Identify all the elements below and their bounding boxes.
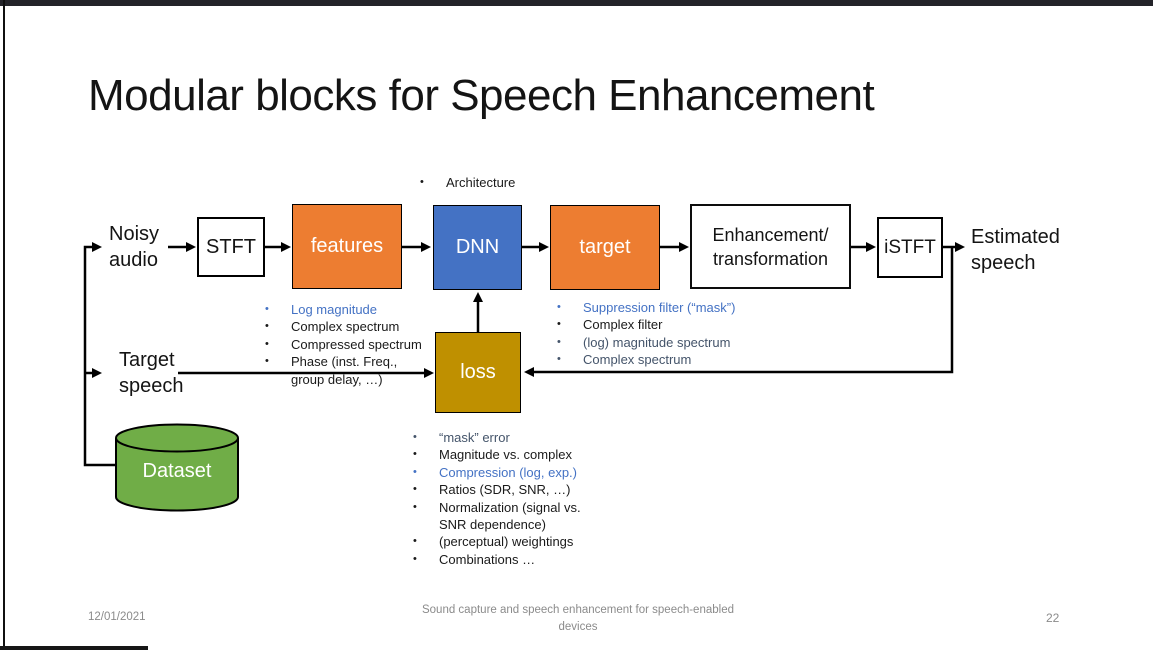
bullet-item: • Ratios (SDR, SNR, …): [413, 481, 581, 498]
bullet-icon: •: [413, 448, 417, 461]
bullet-icon: •: [557, 318, 561, 331]
bullet-icon: •: [557, 335, 561, 348]
bullet-item: • Compression (log, exp.): [413, 464, 581, 481]
bullet-text: Magnitude vs. complex: [439, 447, 572, 463]
bullet-item: • Complex filter: [557, 316, 735, 333]
bullet-icon: •: [413, 465, 417, 478]
label-target-speech: Target speech: [119, 349, 184, 397]
bullet-icon: •: [265, 355, 269, 368]
bullet-text: Complex filter: [583, 317, 663, 333]
block-loss: loss: [435, 332, 521, 413]
label-noisy-audio: Noisy audio: [109, 223, 160, 271]
window-bottom-border: [0, 646, 148, 650]
bullet-text: Log magnitude: [291, 302, 378, 317]
bullet-icon: •: [413, 483, 417, 496]
block-enhancement-transformation: Enhancement/ transformation: [690, 204, 851, 289]
window-left-border: [3, 0, 5, 650]
architecture-bullet-list: • Architecture: [420, 174, 515, 191]
bullet-icon: •: [265, 337, 269, 350]
bullet-item: • Suppression filter (“mask”): [557, 299, 735, 316]
bullet-icon: •: [420, 176, 424, 188]
bullet-item: • “mask” error: [413, 429, 581, 446]
bullet-text: Complex spectrum: [583, 352, 692, 368]
bullet-text: (perceptual) weightings: [439, 534, 574, 550]
bullet-item: • Normalization (signal vs. SNR dependenc…: [413, 499, 581, 534]
footer-caption: Sound capture and speech enhancement for…: [421, 604, 734, 633]
target-options-list: • Suppression filter (“mask”) • Complex fil…: [557, 299, 735, 369]
features-options-list: • Log magnitude • Complex spectrum • Compress…: [265, 301, 422, 388]
slide-title: Modular blocks for Speech Enhancement: [88, 71, 875, 120]
bullet-text: Normalization (signal vs. SNR dependence…: [439, 499, 581, 533]
bullet-text: Ratios (SDR, SNR, …): [439, 482, 571, 498]
bullet-text: Architecture: [446, 175, 516, 190]
bullet-icon: •: [413, 431, 417, 443]
bullet-text: Complex spectrum: [291, 319, 400, 335]
bullet-item: • Compressed spectrum: [265, 336, 422, 353]
block-target: target: [550, 205, 660, 290]
bullet-icon: •: [413, 500, 417, 513]
label-estimated-speech: Estimated speech: [971, 226, 1060, 274]
arrow-feedback-to-loss: [524, 247, 954, 377]
bullet-icon: •: [265, 303, 269, 315]
block-istft: iSTFT: [877, 217, 943, 278]
block-stft: STFT: [197, 217, 265, 277]
bullet-item: • (log) magnitude spectrum: [557, 334, 735, 351]
bullet-text: Compressed spectrum: [291, 336, 422, 352]
bullet-item: • (perceptual) weightings: [413, 533, 581, 550]
bullet-icon: •: [265, 320, 269, 333]
bullet-icon: •: [413, 535, 417, 548]
bullet-item: • Phase (inst. Freq., group delay, …): [265, 353, 422, 388]
loss-options-list: • “mask” error • Magnitude vs. complex • Comp…: [413, 429, 581, 568]
bullet-item: • Combinations …: [413, 551, 581, 568]
bullet-item: • Architecture: [420, 174, 515, 191]
bullet-text: Compression (log, exp.): [439, 464, 577, 480]
block-dataset-label: Dataset: [142, 460, 212, 482]
bullet-icon: •: [557, 301, 561, 313]
bullet-text: Combinations …: [439, 551, 536, 567]
bullet-item: • Complex spectrum: [557, 351, 735, 368]
bullet-text: “mask” error: [439, 430, 510, 445]
bullet-text: (log) magnitude spectrum: [583, 334, 731, 350]
bullet-item: • Magnitude vs. complex: [413, 446, 581, 463]
block-dnn: DNN: [433, 205, 522, 290]
block-features: features: [292, 204, 402, 289]
bullet-icon: •: [557, 353, 561, 366]
footer-page-number: 22: [1046, 611, 1060, 625]
bullet-item: • Log magnitude: [265, 301, 422, 318]
footer-date: 12/01/2021: [88, 611, 146, 623]
window-top-bar: [0, 0, 1153, 6]
bullet-item: • Complex spectrum: [265, 318, 422, 335]
bullet-text: Phase (inst. Freq., group delay, …): [291, 354, 398, 387]
bullet-icon: •: [413, 552, 417, 565]
dataset-cylinder-icon: [115, 423, 239, 512]
arrow-dataset-to-noisy: [83, 242, 116, 467]
bullet-text: Suppression filter (“mask”): [583, 300, 736, 315]
